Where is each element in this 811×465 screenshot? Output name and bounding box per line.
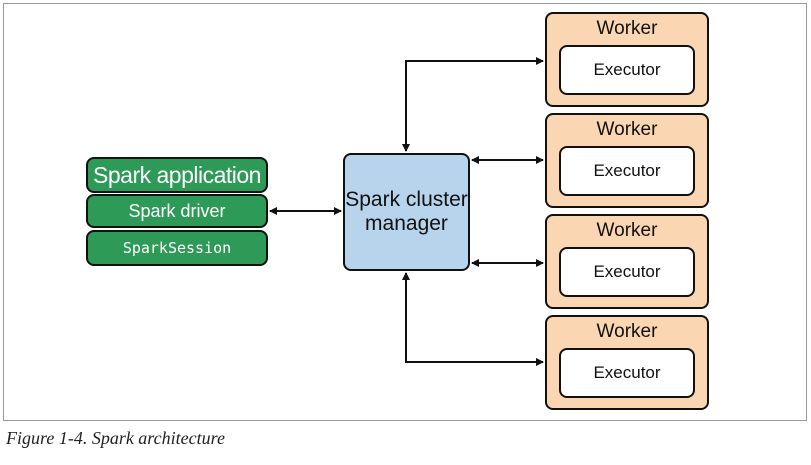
arrow-manager-worker-1 (402, 57, 544, 152)
spark-driver-label: Spark driver (128, 200, 226, 221)
worker-label: Worker (596, 18, 658, 39)
worker-box-3: Worker Executor (545, 214, 709, 309)
executor-label: Executor (593, 161, 661, 180)
worker-box-2: Worker Executor (545, 113, 709, 208)
executor-box: Executor (559, 247, 695, 297)
figure-frame (3, 3, 807, 421)
executor-label: Executor (593, 363, 661, 382)
cluster-manager-label-line1: Spark cluster (345, 187, 468, 211)
spark-session-box: SparkSession (86, 230, 268, 266)
worker-box-1: Worker Executor (545, 12, 709, 107)
executor-label: Executor (593, 60, 661, 79)
arrow-manager-worker-4 (402, 272, 544, 366)
worker-label: Worker (596, 119, 658, 140)
spark-driver-box: Spark driver (86, 194, 268, 228)
executor-box: Executor (559, 348, 695, 398)
executor-label: Executor (593, 262, 661, 281)
executor-box: Executor (559, 146, 695, 196)
cluster-manager-label-line2: manager (365, 212, 448, 235)
worker-box-4: Worker Executor (545, 315, 709, 410)
figure-caption: Figure 1-4. Spark architecture (6, 428, 225, 448)
worker-label: Worker (596, 321, 658, 342)
spark-application-label: Spark application (93, 161, 261, 188)
spark-session-label: SparkSession (122, 239, 232, 257)
spark-cluster-manager-box: Spark cluster manager (343, 153, 470, 271)
spark-application-box: Spark application (86, 157, 268, 193)
worker-label: Worker (596, 220, 658, 241)
executor-box: Executor (559, 45, 695, 95)
